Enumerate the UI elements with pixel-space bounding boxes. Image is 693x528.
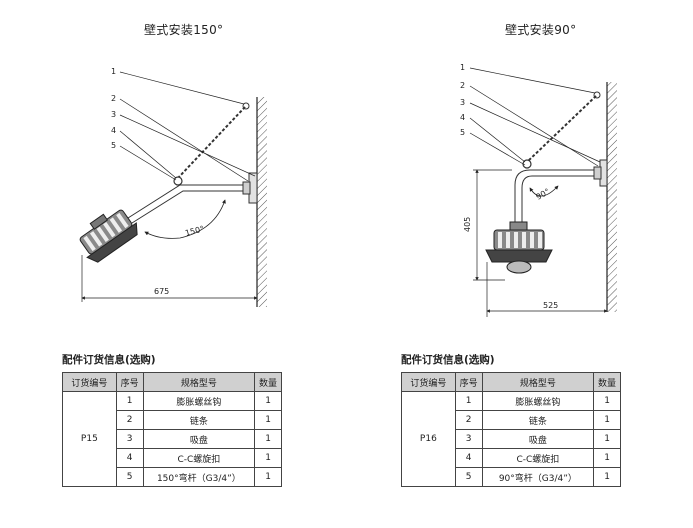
callout-leaders-1 <box>119 71 256 182</box>
spec-cell: 吸盘 <box>481 429 595 449</box>
header-qty: 数量 <box>593 372 621 392</box>
accessory-table-2: 订货编号 序号 规格型号 数量 P16 1 膨胀螺丝钩 1 2 链条 1 3 吸… <box>401 372 621 487</box>
spec-cell: 90°弯杆（G3/4”） <box>481 467 595 487</box>
angle-label-1: 150° <box>184 224 205 238</box>
table-row: P16 1 膨胀螺丝钩 1 <box>401 391 621 487</box>
header-order-no: 订货编号 <box>401 372 456 392</box>
table-row: 3 吸盘 1 <box>63 429 282 449</box>
seq-cell: 3 <box>454 429 483 449</box>
width-dim-2 <box>486 262 608 317</box>
width-dim-1 <box>81 255 258 302</box>
bent-pole-1 <box>127 184 243 224</box>
callout-2-1: 1 <box>460 63 465 72</box>
panel-1-title: 壁式安装150° <box>144 23 224 37</box>
qty-cell: 1 <box>593 391 621 411</box>
bent-pole-2 <box>514 169 594 222</box>
callout-leaders-2 <box>469 67 601 167</box>
qty-cell: 1 <box>254 410 282 430</box>
spec-cell: C-C螺旋扣 <box>142 448 256 468</box>
spec-cell: 链条 <box>481 410 595 430</box>
qty-cell: 1 <box>593 429 621 449</box>
panel-1-drawing: 150° 1 2 3 4 5 <box>79 67 267 307</box>
seq-cell: 2 <box>454 410 483 430</box>
table-row: 2 链条 1 <box>63 410 282 430</box>
wall-bracket-2 <box>593 159 608 187</box>
header-seq: 序号 <box>115 372 144 392</box>
seq-cell: 4 <box>454 448 483 468</box>
width-dim-label-2: 525 <box>543 301 558 310</box>
lamp-2 <box>485 221 553 274</box>
table-1-title: 配件订货信息(选购) <box>62 354 156 366</box>
header-spec: 规格型号 <box>481 372 595 392</box>
height-dim-2 <box>473 169 512 281</box>
spec-cell: 膨胀螺丝钩 <box>142 391 256 411</box>
callout-1-3: 3 <box>111 110 116 119</box>
table-header-row: 订货编号 序号 规格型号 数量 <box>401 372 621 392</box>
angle-arc-2: 90° <box>529 185 559 202</box>
chain-1 <box>177 102 250 179</box>
order-no-cell: P15 <box>62 391 117 487</box>
table-row: 5 90°弯杆（G3/4”） 1 <box>402 467 621 487</box>
chain-2 <box>526 91 601 163</box>
seq-cell: 5 <box>115 467 144 487</box>
seq-cell: 3 <box>115 429 144 449</box>
order-no-cell: P16 <box>401 391 456 487</box>
accessory-table-1: 订货编号 序号 规格型号 数量 P15 1 膨胀螺丝钩 1 2 链条 1 3 吸… <box>62 372 282 487</box>
table-row: 3 吸盘 1 <box>402 429 621 449</box>
wall-1 <box>256 97 267 307</box>
qty-cell: 1 <box>593 467 621 487</box>
table-header-row: 订货编号 序号 规格型号 数量 <box>62 372 282 392</box>
height-dim-label-2: 405 <box>463 217 472 232</box>
seq-cell: 5 <box>454 467 483 487</box>
seq-cell: 1 <box>454 391 483 411</box>
width-dim-label-1: 675 <box>154 287 169 296</box>
callout-1-1: 1 <box>111 67 116 76</box>
callout-2-5: 5 <box>460 128 465 137</box>
turnbuckle-1 <box>173 176 183 186</box>
wall-bracket-1 <box>242 172 258 204</box>
qty-cell: 1 <box>593 410 621 430</box>
spec-cell: 膨胀螺丝钩 <box>481 391 595 411</box>
angle-arc-1: 150° <box>144 199 226 239</box>
panel-2-drawing: 90° 1 2 3 4 5 <box>460 63 617 317</box>
wall-2 <box>606 82 617 312</box>
qty-cell: 1 <box>254 391 282 411</box>
spec-cell: 150°弯杆（G3/4”） <box>142 467 256 487</box>
spec-cell: 吸盘 <box>142 429 256 449</box>
installation-drawings: 150° 1 2 3 4 5 <box>79 63 617 317</box>
callout-1-5: 5 <box>111 141 116 150</box>
table-2-title: 配件订货信息(选购) <box>401 354 495 366</box>
qty-cell: 1 <box>593 448 621 468</box>
callout-1-2: 2 <box>111 94 116 103</box>
header-seq: 序号 <box>454 372 483 392</box>
seq-cell: 2 <box>115 410 144 430</box>
spec-cell: 链条 <box>142 410 256 430</box>
seq-cell: 4 <box>115 448 144 468</box>
qty-cell: 1 <box>254 467 282 487</box>
callout-2-2: 2 <box>460 81 465 90</box>
header-qty: 数量 <box>254 372 282 392</box>
callout-2-4: 4 <box>460 113 465 122</box>
table-row: P15 1 膨胀螺丝钩 1 <box>62 391 282 487</box>
table-row: 5 150°弯杆（G3/4”） 1 <box>63 467 282 487</box>
callout-2-3: 3 <box>460 98 465 107</box>
table-row: 4 C-C螺旋扣 1 <box>63 448 282 468</box>
panel-2-title: 壁式安装90° <box>505 23 577 37</box>
qty-cell: 1 <box>254 448 282 468</box>
qty-cell: 1 <box>254 429 282 449</box>
header-order-no: 订货编号 <box>62 372 117 392</box>
angle-label-2: 90° <box>535 187 552 202</box>
spec-cell: C-C螺旋扣 <box>481 448 595 468</box>
lamp-1 <box>79 209 138 263</box>
callout-1-4: 4 <box>111 126 116 135</box>
seq-cell: 1 <box>115 391 144 411</box>
header-spec: 规格型号 <box>142 372 256 392</box>
